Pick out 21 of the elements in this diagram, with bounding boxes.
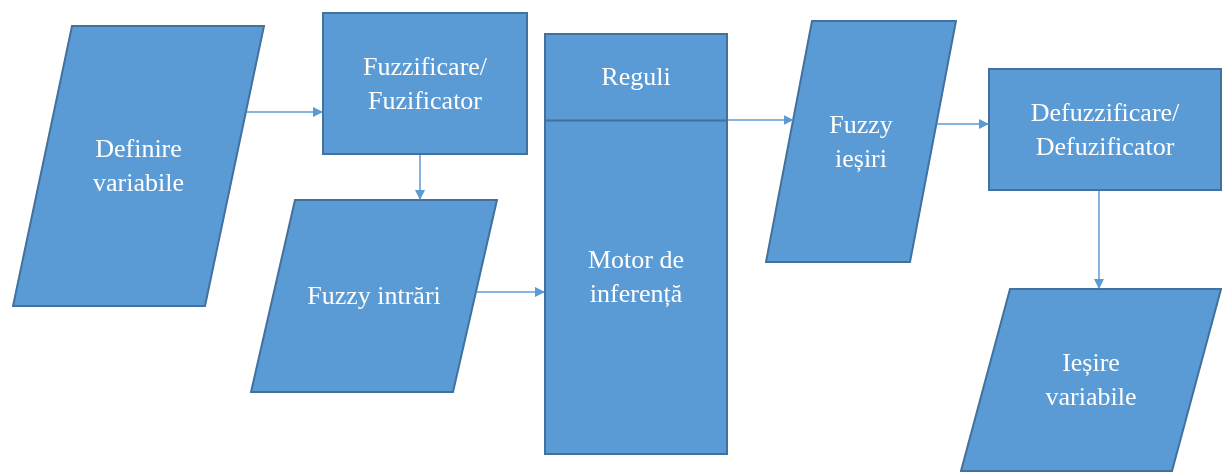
data-parallelogram <box>765 20 957 263</box>
process-box <box>988 68 1222 191</box>
data-parallelogram <box>12 25 265 307</box>
node-label: Motor de inferență <box>586 244 685 310</box>
process-box <box>544 33 728 455</box>
arrow <box>415 154 425 200</box>
process-box <box>322 12 528 155</box>
arrow <box>475 287 545 297</box>
data-parallelogram <box>250 199 498 393</box>
arrow <box>936 119 989 129</box>
node-label: Fuzzy intrări <box>307 280 441 312</box>
arrow <box>727 115 794 125</box>
node-label: Ieșire variabile <box>1044 347 1138 413</box>
arrow <box>1094 190 1104 289</box>
data-parallelogram <box>960 288 1222 472</box>
node-label: Fuzzy ieșiri <box>828 108 894 175</box>
arrow <box>245 107 323 117</box>
node-label: Definire variabile <box>92 133 185 199</box>
node-label: Fuzzificare/ Fuzificator <box>361 50 489 117</box>
node-label: Defuzzificare/ Defuzificator <box>1029 96 1181 163</box>
node-label: Reguli <box>601 61 671 92</box>
